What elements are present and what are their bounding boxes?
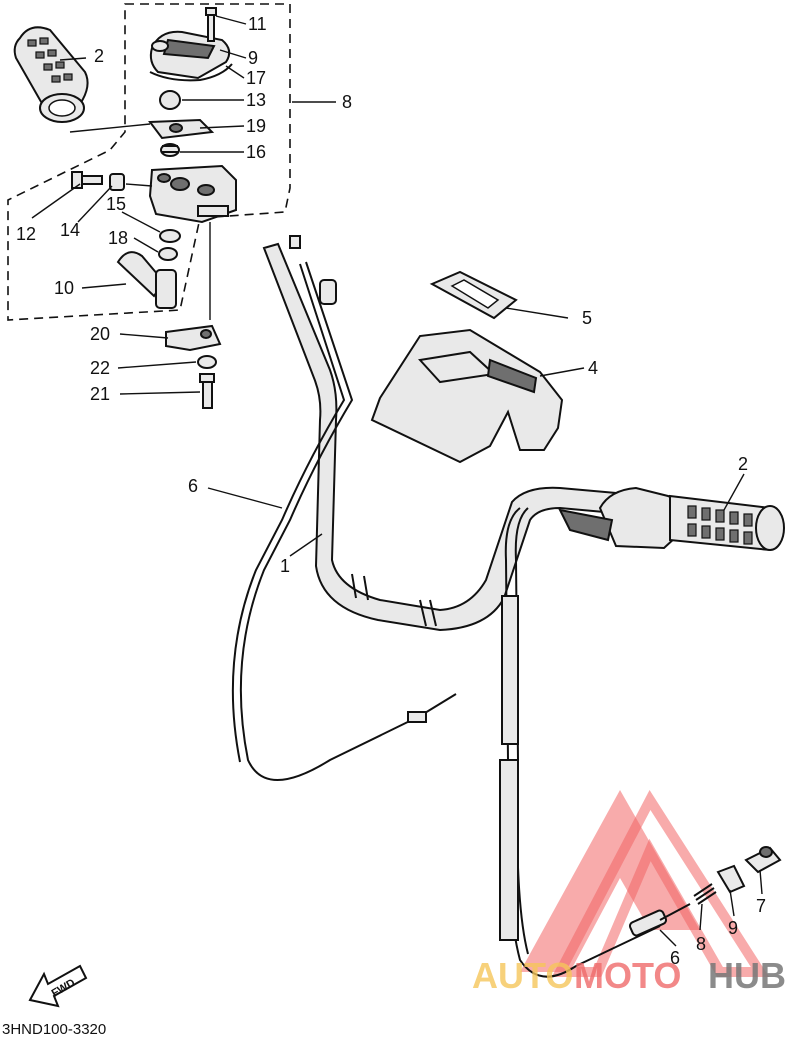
callout-14: 12 bbox=[16, 224, 36, 244]
callout-2-right: 2 bbox=[738, 454, 748, 474]
drawing-code: 3HND100-3320 bbox=[2, 1021, 106, 1038]
watermark-auto: AUTO bbox=[472, 955, 573, 996]
assembly-boundary bbox=[7, 3, 291, 321]
callout-3: 4 bbox=[588, 358, 598, 378]
callout-24: 22 bbox=[90, 358, 110, 378]
callout-2-left: 2 bbox=[94, 46, 104, 66]
callout-11: 9 bbox=[248, 48, 258, 68]
callout-19: 17 bbox=[246, 68, 266, 88]
callout-18: 16 bbox=[246, 142, 266, 162]
gasket-4 bbox=[429, 270, 518, 320]
washer-24 bbox=[197, 355, 217, 369]
callout-13: 11 bbox=[248, 14, 267, 34]
fwd-arrow: FWD bbox=[28, 964, 88, 1008]
clamp-22 bbox=[165, 324, 222, 352]
callout-17: 15 bbox=[106, 194, 126, 214]
watermark-hub: HUB bbox=[708, 955, 786, 996]
watermark-moto: MOTO bbox=[574, 955, 681, 996]
callout-8: 8 bbox=[696, 934, 706, 954]
callout-1: 1 bbox=[280, 556, 290, 576]
washer-20 bbox=[158, 247, 178, 261]
watermark-text: AUTO MOTO HUB bbox=[472, 955, 786, 996]
brake-cable-6 bbox=[499, 507, 691, 978]
callout-7: 7 bbox=[756, 896, 766, 916]
callout-5: 6 bbox=[188, 476, 198, 496]
screw-13 bbox=[205, 7, 217, 42]
housing-cover bbox=[149, 30, 233, 82]
callout-21: 19 bbox=[246, 116, 266, 136]
bolt-23 bbox=[199, 373, 215, 409]
callout-16: 14 bbox=[60, 220, 80, 240]
nut-16 bbox=[109, 173, 125, 191]
washer-17 bbox=[159, 229, 181, 243]
spring-18 bbox=[160, 143, 180, 157]
left-grip bbox=[13, 26, 89, 123]
throttle-housing bbox=[148, 164, 237, 224]
collar-15 bbox=[159, 90, 181, 110]
throttle-lever bbox=[116, 251, 177, 309]
screw-14 bbox=[71, 171, 103, 189]
callout-9: 9 bbox=[728, 918, 738, 938]
spring-8 bbox=[693, 883, 717, 905]
callout-6: 6 bbox=[670, 948, 680, 968]
callout-labels: 2 11 9 17 13 8 19 16 15 12 14 18 10 20 2… bbox=[16, 14, 766, 968]
plate-21 bbox=[148, 118, 215, 140]
throttle-cable-5 bbox=[231, 235, 457, 781]
callout-12: 10 bbox=[54, 278, 74, 298]
callout-20: 18 bbox=[108, 228, 128, 248]
leader-lines bbox=[31, 15, 763, 947]
callout-10: 8 bbox=[342, 92, 352, 112]
right-grip bbox=[558, 486, 785, 552]
callout-23: 21 bbox=[90, 384, 110, 404]
callout-4: 5 bbox=[582, 308, 592, 328]
handlebar-cover bbox=[370, 328, 564, 464]
adjuster-7 bbox=[744, 846, 782, 874]
cap-9 bbox=[716, 864, 746, 894]
callout-15: 13 bbox=[246, 90, 266, 110]
callout-22: 20 bbox=[90, 324, 110, 344]
